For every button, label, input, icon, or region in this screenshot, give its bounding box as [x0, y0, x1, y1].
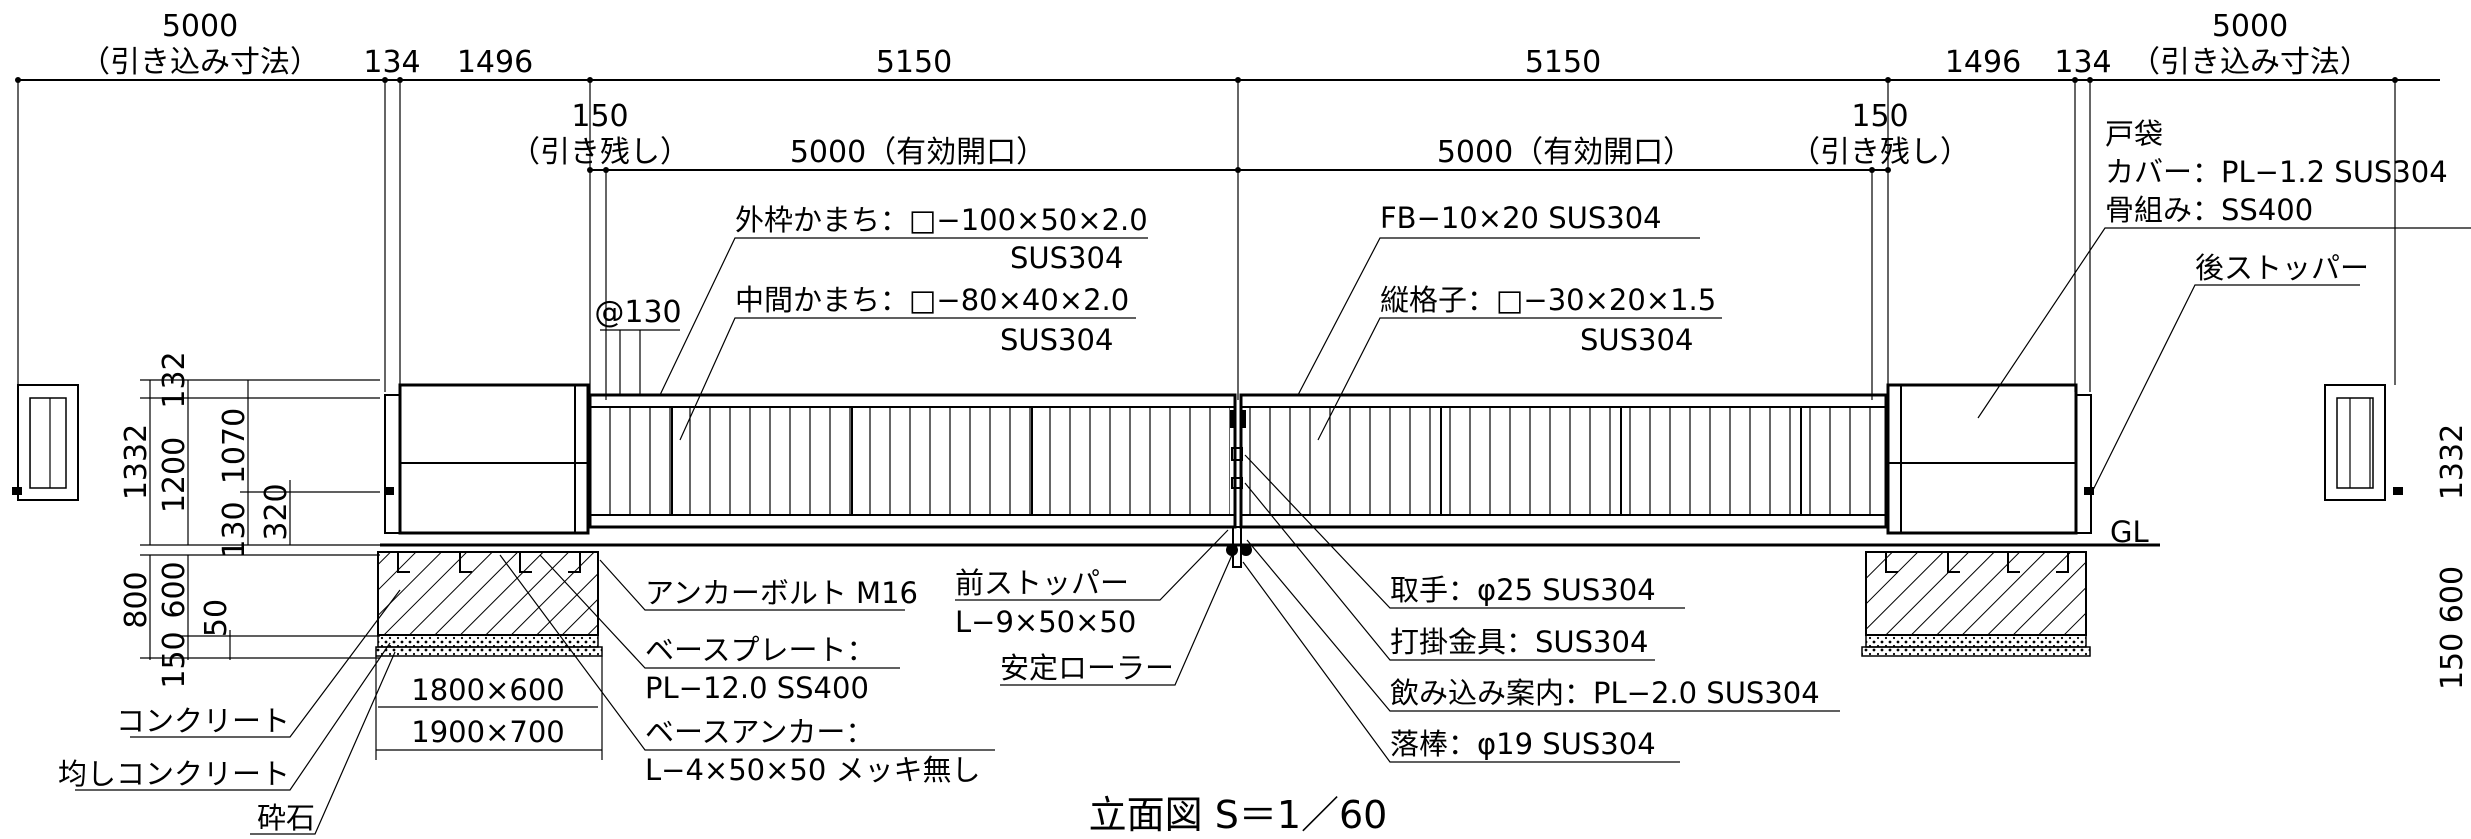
dim-opening-right-150: 150 [1851, 99, 1908, 134]
left-foundation [375, 551, 603, 657]
callout-otoshi: 落棒：φ19 SUS304 [1390, 727, 1656, 761]
dim-opening-left-hikinokoshi: （引き残し） [510, 135, 690, 170]
dim-left-hikikomi: （引き込み寸法） [80, 45, 320, 80]
callout-base-plate-line2: PL−12.0 SS400 [645, 671, 869, 705]
callout-sotowaku-line1: 外枠かまち：□−100×50×2.0 [735, 203, 1148, 237]
left-end-fence [12, 384, 79, 501]
dim-right-1496: 1496 [1945, 45, 2021, 80]
left-pocket-housing [384, 383, 590, 535]
dim-right-5000: 5000 [2212, 9, 2288, 44]
callout-antei-roller: 安定ローラー [1000, 651, 1174, 685]
callout-nomikomi: 飲み込み案内：PL−2.0 SUS304 [1390, 676, 1820, 710]
dim-opening-right-5000: 5000（有効開口） [1437, 135, 1693, 170]
callout-ato-stopper: 後ストッパー [2195, 251, 2369, 285]
callout-anchor-bolt: アンカーボルト M16 [645, 576, 918, 610]
callout-found-1800: 1800×600 [411, 673, 564, 707]
callout-base-anchor-line1: ベースアンカー： [645, 715, 874, 749]
dim-opening-left-150: 150 [571, 99, 628, 134]
vdim-132: 132 [157, 351, 192, 408]
vdim-right-150-600: 150 600 [2435, 566, 2470, 690]
center-hardware [1226, 410, 1252, 568]
callout-narashi: 均しコンクリート [58, 757, 290, 791]
callout-cover: カバー：PL−1.2 SUS304 [2105, 155, 2448, 189]
vdim-320: 320 [259, 483, 294, 540]
callout-tobukuro: 戸袋 [2105, 117, 2163, 151]
dim-right-hikikomi: （引き込み寸法） [2130, 45, 2370, 80]
dim-opening-right-hikinokoshi: （引き残し） [1790, 135, 1970, 170]
callout-chukan-line2: SUS304 [1000, 323, 1113, 357]
left-gate-panel [588, 393, 1237, 529]
vdim-50: 50 [199, 599, 234, 637]
right-foundation [1861, 551, 2091, 657]
callout-uchikake: 打掛金具：SUS304 [1390, 625, 1648, 659]
vdim-150: 150 [157, 631, 192, 688]
vdim-800: 800 [119, 571, 154, 628]
callout-found-1900: 1900×700 [411, 715, 564, 749]
right-pocket-housing [1886, 383, 2094, 535]
callout-chukan-line1: 中間かまち：□−80×40×2.0 [735, 283, 1129, 317]
callout-base-anchor-line2: L−4×50×50 メッキ無し [645, 753, 981, 787]
callout-fb: FB−10×20 SUS304 [1380, 201, 1662, 235]
drawing-title: 立面図 S＝1／60 [1089, 793, 1388, 837]
vdim-1200: 1200 [157, 437, 192, 513]
vdim-1332: 1332 [119, 424, 154, 500]
right-end-fence [2324, 384, 2403, 501]
dim-pitch-130: @130 [594, 295, 681, 330]
callout-base-plate-line1: ベースプレート： [645, 633, 876, 667]
callout-mae-stopper-line2: L−9×50×50 [955, 605, 1136, 639]
dim-left-5000: 5000 [162, 9, 238, 44]
vdim-130: 130 [217, 501, 252, 558]
vdim-right-1332: 1332 [2435, 424, 2470, 500]
vdim-600: 600 [157, 561, 192, 618]
callout-sotowaku-line2: SUS304 [1010, 241, 1123, 275]
dim-left-134: 134 [363, 45, 420, 80]
dim-left-1496: 1496 [457, 45, 533, 80]
callout-totte: 取手：φ25 SUS304 [1390, 573, 1656, 607]
opening-dimension-line [587, 167, 1891, 400]
callout-tate-line2: SUS304 [1580, 323, 1693, 357]
vdim-1070: 1070 [217, 408, 252, 484]
dim-right-134: 134 [2054, 45, 2111, 80]
dim-center-5150-a: 5150 [876, 45, 952, 80]
dim-opening-left-5000: 5000（有効開口） [790, 135, 1046, 170]
callout-saiseki: 砕石 [257, 801, 315, 835]
callout-mae-stopper-line1: 前ストッパー [955, 566, 1129, 600]
callout-gl: GL [2110, 515, 2149, 549]
top-dimension-line [15, 77, 2440, 400]
dim-center-5150-b: 5150 [1525, 45, 1601, 80]
callout-honegumi: 骨組み：SS400 [2105, 193, 2313, 227]
left-vertical-dims [140, 379, 380, 660]
callout-tate-line1: 縦格子：□−30×20×1.5 [1380, 283, 1716, 317]
callout-concrete: コンクリート [116, 704, 290, 738]
right-gate-panel [1239, 393, 1888, 529]
